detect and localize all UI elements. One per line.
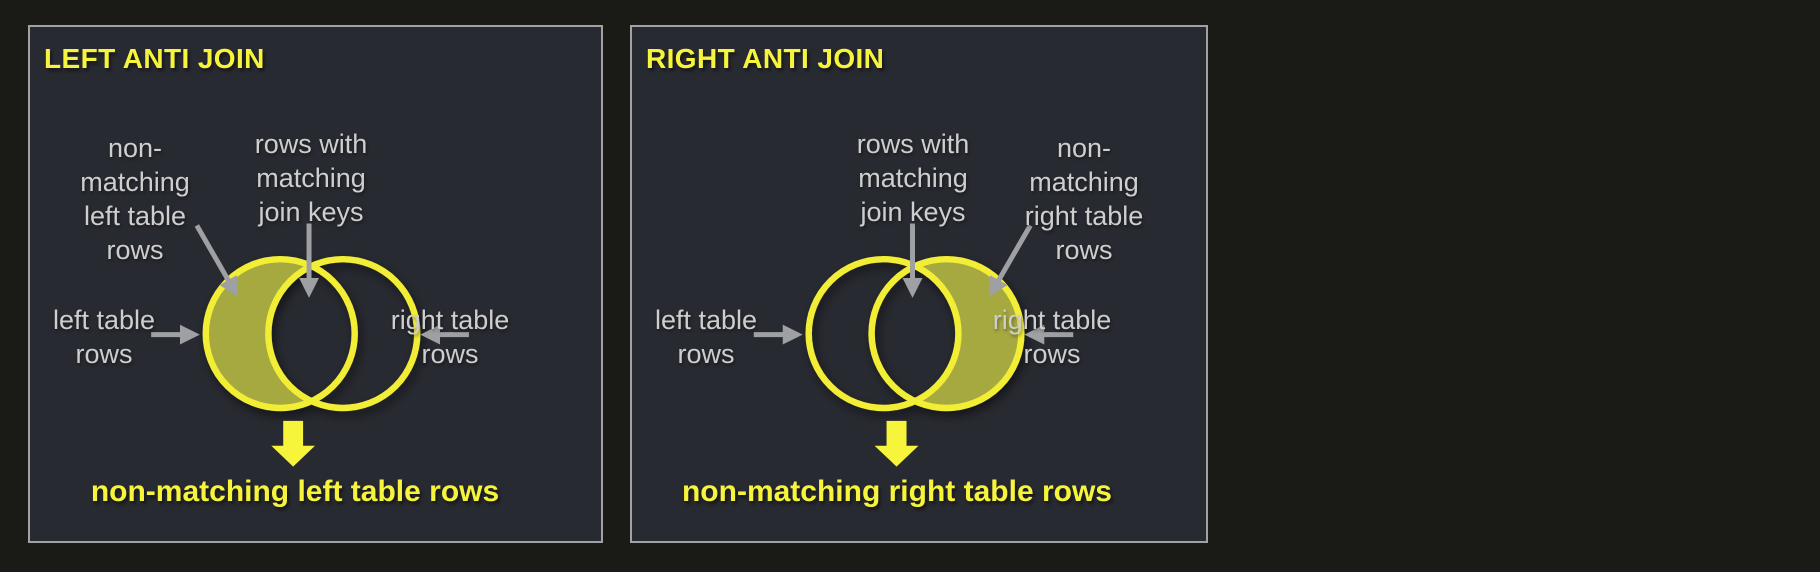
label-line: rows [106,235,164,265]
matching-join-keys-label: rows with matching join keys [221,127,401,229]
matching-join-keys-label: rows with matching join keys [823,127,1003,229]
right-circle [868,255,1025,412]
venn-diagram [151,223,469,467]
non-matching-callout-arrow-icon [194,224,239,298]
right-table-rows-label: right table rows [972,303,1132,371]
venn-diagram [753,223,1074,467]
panel-title: RIGHT ANTI JOIN [646,43,885,74]
left-anti-join-panel: LEFT ANTI JOIN non- [28,25,603,543]
label-line: rows with [856,129,970,159]
label-line: rows [1055,235,1113,265]
callout-arrows [753,223,1074,345]
label-line: right table [992,305,1112,335]
label-line: rows [1023,339,1081,369]
left-table-rows-label: left table rows [24,303,184,371]
label-line: matching [1029,167,1139,197]
label-line: non- [1056,133,1112,163]
non-matching-rows-label: non- matching right table rows [994,131,1174,267]
label-line: left table [52,305,156,335]
result-down-arrow-icon [271,420,316,467]
non-matching-callout-arrow-icon [988,224,1033,298]
label-line: rows [75,339,133,369]
label-line: join keys [258,197,364,227]
label-line: right table [390,305,510,335]
label-line: non- [107,133,163,163]
result-label: non-matching right table rows [681,475,1112,508]
label-line: rows [421,339,479,369]
right-circle [265,255,421,412]
left-circle [202,255,358,412]
label-line: matching [858,163,968,193]
left-table-rows-label: left table rows [626,303,786,371]
right-table-rows-label: right table rows [370,303,530,371]
panel-title: LEFT ANTI JOIN [44,43,265,74]
result-down-arrow-icon [874,420,919,467]
label-line: left table [83,201,187,231]
label-line: rows with [254,129,368,159]
right-anti-join-panel: RIGHT ANTI JOIN rows [630,25,1208,543]
label-line: matching [80,167,190,197]
left-circle [805,255,962,412]
result-label: non-matching left table rows [90,475,500,508]
non-matching-rows-label: non- matching left table rows [45,131,225,267]
label-line: right table [1024,201,1144,231]
label-line: join keys [860,197,966,227]
label-line: left table [654,305,758,335]
label-line: rows [677,339,735,369]
callout-arrows [151,223,469,345]
label-line: matching [256,163,366,193]
